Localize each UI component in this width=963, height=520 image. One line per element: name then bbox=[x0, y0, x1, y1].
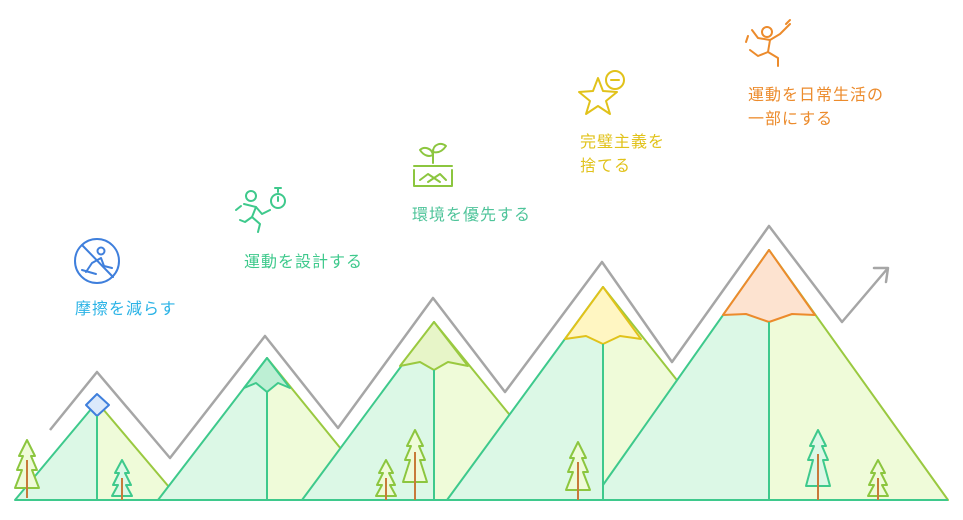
tree bbox=[375, 459, 397, 500]
tree bbox=[805, 429, 831, 500]
tree bbox=[867, 459, 889, 500]
mountain-5-peak bbox=[722, 249, 816, 323]
climber-icon bbox=[745, 19, 791, 67]
trend-arrowhead bbox=[872, 266, 890, 284]
runner-stopwatch-icon bbox=[235, 187, 286, 233]
step-label-design-exercise: 運動を設計する bbox=[244, 252, 364, 271]
tree bbox=[402, 429, 428, 500]
mountain-1 bbox=[14, 393, 181, 501]
plant-handshake-icon bbox=[413, 143, 453, 187]
star-minus-icon bbox=[578, 70, 625, 115]
tree bbox=[565, 441, 591, 500]
tree bbox=[14, 439, 40, 498]
tree bbox=[111, 459, 133, 500]
step-label-prioritize-environment: 環境を優先する bbox=[412, 205, 532, 224]
mountain-4 bbox=[446, 286, 681, 501]
progress-trend-line bbox=[49, 224, 889, 460]
step-label-reduce-friction: 摩擦を減らす bbox=[75, 299, 177, 318]
no-sitting-icon bbox=[74, 238, 120, 284]
step-label-abandon-perfectionism: 完璧主義を 捨てる bbox=[580, 132, 666, 175]
step-label-make-exercise-daily: 運動を日常生活の 一部にする bbox=[748, 85, 885, 128]
